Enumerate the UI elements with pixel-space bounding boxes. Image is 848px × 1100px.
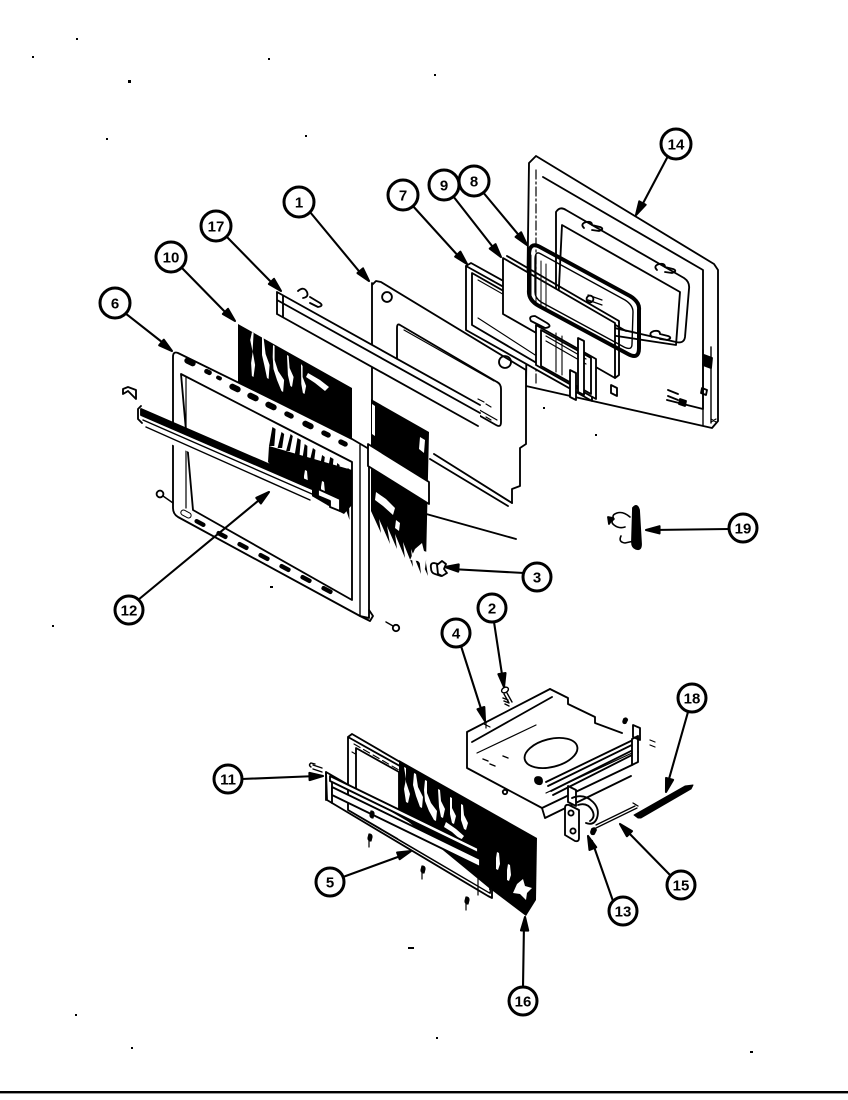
- svg-text:14: 14: [668, 137, 685, 154]
- svg-text:3: 3: [533, 570, 541, 587]
- svg-text:4: 4: [452, 626, 461, 643]
- svg-text:2: 2: [488, 601, 496, 618]
- svg-text:15: 15: [673, 878, 690, 895]
- svg-text:7: 7: [399, 188, 407, 205]
- svg-text:5: 5: [326, 875, 334, 892]
- svg-text:6: 6: [111, 296, 119, 313]
- svg-text:12: 12: [121, 603, 138, 620]
- svg-text:8: 8: [470, 174, 478, 191]
- svg-text:18: 18: [684, 691, 701, 708]
- svg-text:10: 10: [163, 250, 180, 267]
- svg-text:11: 11: [220, 772, 236, 789]
- svg-text:19: 19: [735, 521, 752, 538]
- svg-text:1: 1: [295, 195, 303, 212]
- svg-text:9: 9: [440, 178, 448, 195]
- svg-text:13: 13: [615, 904, 632, 921]
- svg-text:16: 16: [515, 994, 532, 1011]
- svg-text:17: 17: [208, 219, 225, 236]
